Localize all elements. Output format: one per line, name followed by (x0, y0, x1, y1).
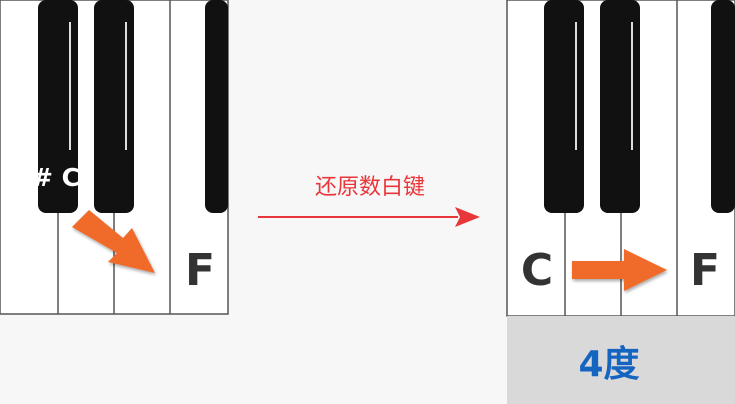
white-key-label: F (185, 245, 215, 296)
transition-arrow-icon (455, 207, 480, 227)
interval-bar (507, 316, 735, 404)
left-keyboard: # C F (0, 0, 229, 315)
diagonal-arrow-icon (72, 210, 155, 273)
interval-label: 4度 (578, 344, 639, 385)
black-key (205, 0, 228, 213)
transition-caption: 还原数白键 (315, 175, 425, 200)
start-key-label: C (521, 245, 553, 296)
black-key-label: # C (32, 163, 80, 192)
black-key (544, 0, 584, 213)
transition: 还原数白键 (258, 175, 480, 227)
end-key-label: F (690, 245, 720, 296)
black-key (38, 0, 78, 213)
black-key (94, 0, 134, 213)
right-keyboard: C F (506, 0, 735, 317)
black-key (600, 0, 640, 213)
right-arrow-icon (572, 249, 667, 291)
black-key (711, 0, 735, 213)
